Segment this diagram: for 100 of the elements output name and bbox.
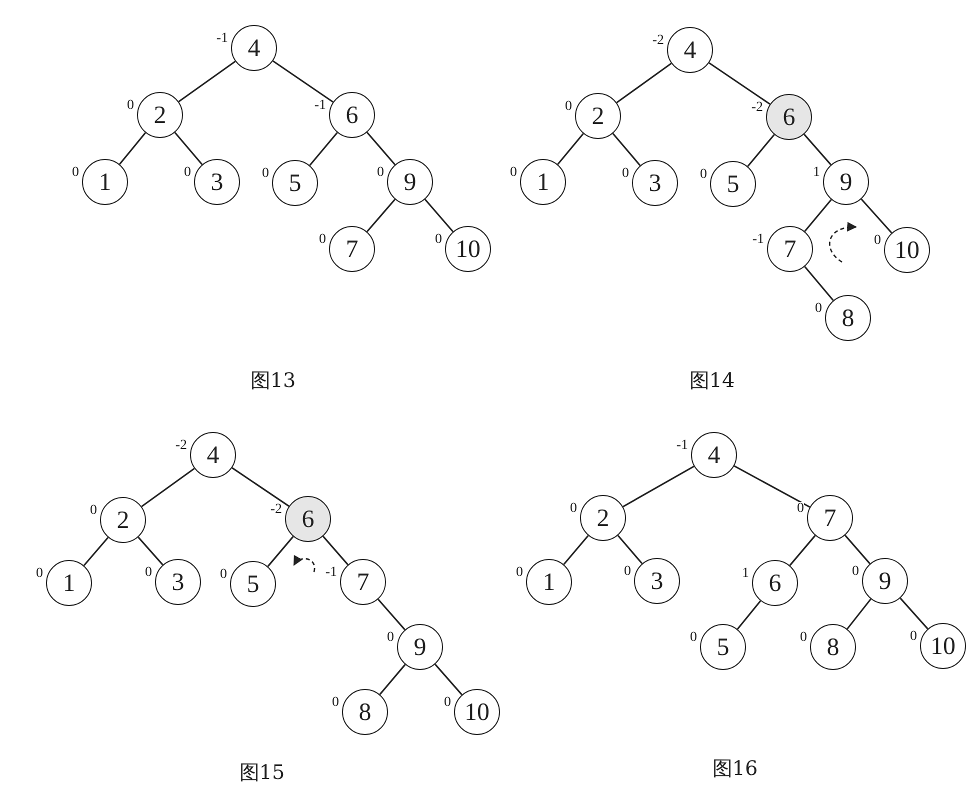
tree-edge (118, 132, 146, 165)
tree-edge (846, 598, 872, 630)
node-circle (580, 495, 626, 541)
node-circle (810, 624, 856, 670)
node-number: 2 (596, 506, 610, 530)
node-circle (884, 227, 930, 273)
node-circle (667, 27, 713, 73)
node-number: 9 (878, 568, 892, 594)
tree-edge (612, 133, 641, 166)
tree-edge (267, 536, 294, 567)
node-circle (340, 559, 386, 605)
node-number: 7 (824, 506, 836, 530)
node-number: 9 (840, 170, 852, 194)
node-number: 4 (206, 442, 220, 468)
node-circle (691, 432, 737, 478)
node-circle (632, 160, 678, 206)
node-circle (710, 161, 756, 207)
node-circle (230, 561, 276, 607)
tree-edge (736, 600, 762, 630)
node-number: 8 (842, 306, 854, 330)
node-number: 1 (98, 170, 112, 194)
node-circle (634, 558, 680, 604)
tree-edge (617, 534, 643, 564)
tree-edge (379, 664, 406, 695)
node-number: 8 (358, 700, 372, 724)
node-number: 10 (456, 236, 480, 262)
node-circle (231, 25, 277, 71)
tree-edge (322, 536, 348, 566)
tree-edge (83, 536, 109, 566)
tree-edge (138, 536, 164, 566)
tree-edge (174, 132, 203, 165)
node-circle (445, 226, 491, 272)
node-number: 1 (62, 570, 76, 596)
node-circle (823, 159, 869, 205)
node-number: 2 (116, 508, 130, 532)
figure-caption: 图15 (239, 762, 285, 782)
tree-edge (616, 62, 672, 104)
node-number: 4 (684, 38, 696, 62)
tree-edge (557, 133, 584, 165)
node-circle (807, 495, 853, 541)
tree-edge (844, 534, 870, 564)
tree-edge (178, 60, 236, 102)
node-circle (46, 560, 92, 606)
node-number: 2 (154, 102, 166, 128)
tree-edge (804, 134, 832, 166)
node-circle (272, 160, 318, 206)
tree-edge (424, 198, 454, 232)
tree-edge (900, 598, 928, 630)
figure-caption: 图16 (712, 758, 758, 778)
node-number: 6 (302, 506, 314, 532)
node-number: 1 (542, 570, 556, 594)
node-number: 9 (414, 634, 426, 660)
node-circle (700, 624, 746, 670)
figure-caption: 图13 (250, 370, 296, 390)
node-circle (329, 92, 375, 138)
node-number: 7 (346, 236, 358, 262)
node-circle (285, 496, 331, 542)
node-circle (137, 92, 183, 138)
node-number: 8 (826, 634, 840, 660)
tree-edge (708, 62, 770, 105)
node-number: 6 (768, 570, 782, 596)
node-number: 6 (346, 102, 358, 128)
tree-edge (789, 535, 816, 566)
node-circle (100, 497, 146, 543)
node-number: 7 (356, 570, 370, 594)
tree-edge (309, 132, 338, 166)
node-circle (82, 159, 128, 205)
tree-edge (622, 466, 694, 508)
node-number: 5 (726, 172, 740, 196)
node-circle (190, 432, 236, 478)
node-number: 3 (650, 568, 664, 594)
node-circle (920, 623, 966, 669)
tree-edge (141, 468, 195, 508)
node-circle (825, 295, 871, 341)
node-number: 6 (782, 104, 796, 130)
node-circle (766, 94, 812, 140)
tree-edge (804, 266, 834, 301)
node-circle (342, 689, 388, 735)
tree-edge (272, 60, 334, 103)
tree-edge (734, 465, 810, 508)
node-number: 9 (404, 170, 416, 194)
node-number: 10 (464, 700, 490, 724)
tree-edge (747, 134, 775, 167)
node-number: 10 (930, 634, 956, 658)
tree-edge (563, 535, 589, 565)
node-number: 3 (648, 170, 662, 196)
node-number: 7 (784, 236, 796, 262)
node-number: 4 (248, 36, 260, 60)
node-number: 3 (172, 570, 184, 594)
node-number: 10 (894, 238, 920, 262)
tree-edge (366, 198, 396, 232)
node-circle (397, 624, 443, 670)
node-circle (454, 689, 500, 735)
tree-edge (804, 199, 832, 232)
node-circle (520, 159, 566, 205)
tree-edge (434, 664, 462, 696)
node-number: 5 (246, 572, 260, 596)
node-circle (752, 560, 798, 606)
node-circle (526, 559, 572, 605)
node-circle (155, 559, 201, 605)
